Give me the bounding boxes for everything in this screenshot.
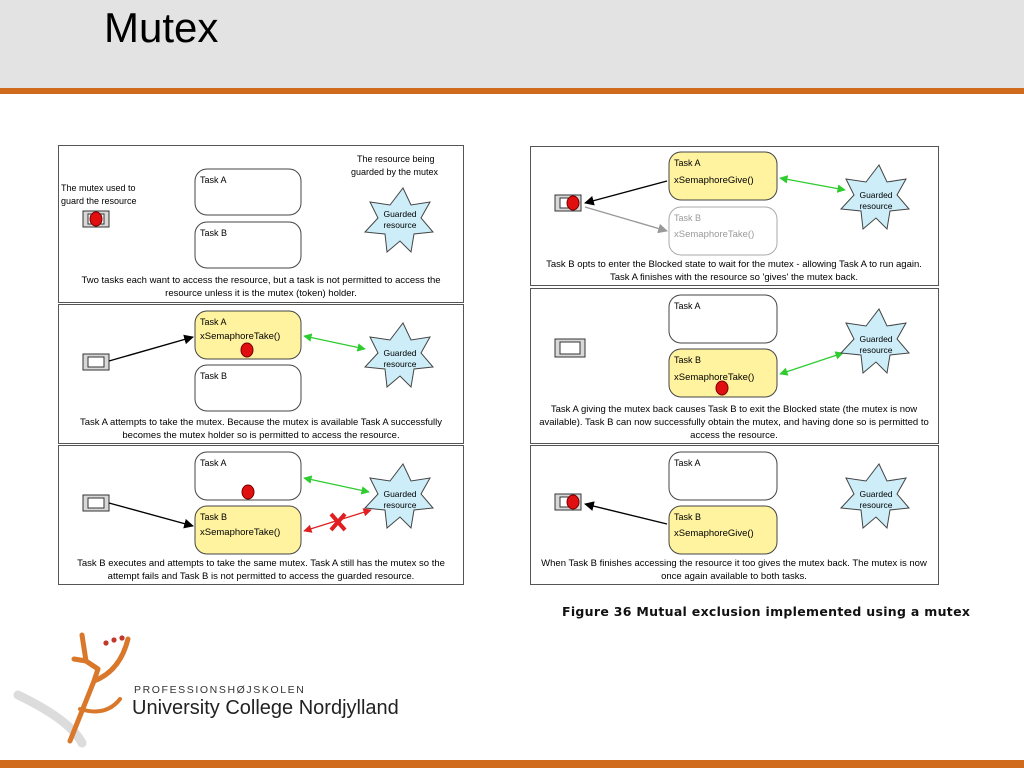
take-arrow: [108, 502, 194, 529]
caption-line1: Task A giving the mutex back causes Task…: [551, 404, 917, 415]
caption-line2: available). Task B can now successfully …: [539, 417, 929, 428]
blocked-take-arrow: [584, 206, 668, 234]
logo-college-name: University College Nordjylland: [132, 697, 399, 719]
guarded-resource-star: [363, 463, 434, 530]
guarded-label-line1: Guarded: [859, 489, 892, 499]
caption-line2: attempt fails and Task B is not permitte…: [108, 571, 415, 582]
figure-caption: Figure 36 Mutual exclusion implemented u…: [562, 604, 971, 619]
panel-initial-state: The mutex used to guard the resource Tas…: [58, 145, 464, 303]
mutex-token: [554, 338, 586, 358]
slide-header: Mutex: [0, 0, 1024, 88]
task-b-label: Task B: [674, 512, 701, 522]
guarded-resource-star: [363, 322, 434, 389]
guarded-label-line2: resource: [859, 201, 892, 211]
note-mutex-line1: The mutex used to: [61, 183, 136, 193]
task-a-box: [194, 310, 302, 360]
caption-line2: Task A finishes with the resource so 'gi…: [610, 272, 858, 283]
take-arrow: [108, 334, 194, 362]
guarded-label-line1: Guarded: [383, 209, 416, 219]
task-a-box: [668, 451, 778, 501]
task-a-box: [194, 168, 302, 216]
task-b-label: Task B: [200, 512, 227, 522]
guarded-label-line2: resource: [383, 359, 416, 369]
task-b-label: Task B: [200, 228, 227, 238]
panel-task-b-gives: Task A Task B xSemaphoreGive() Guarded r…: [530, 445, 939, 585]
task-b-box: [194, 364, 302, 412]
task-b-label: Task B: [674, 355, 701, 365]
caption-line1: Task A attempts to take the mutex. Becau…: [80, 417, 442, 428]
panel-task-a-gives: Task A xSemaphoreGive() Task B xSemaphor…: [530, 146, 939, 286]
task-a-label: Task A: [674, 301, 701, 311]
guarded-label-line1: Guarded: [859, 334, 892, 344]
task-b-label: Task B: [200, 371, 227, 381]
task-b-box: [668, 505, 778, 555]
give-arrow: [584, 180, 668, 206]
give-arrow: [584, 501, 668, 525]
mutex-token-held: [715, 380, 729, 396]
guarded-label-line2: resource: [383, 500, 416, 510]
mutex-token: [82, 210, 110, 228]
guarded-resource-star: [363, 187, 434, 254]
note-resource-line1: The resource being: [357, 154, 435, 164]
task-b-call: xSemaphoreTake(): [200, 527, 280, 538]
task-a-box: [668, 294, 778, 344]
mutex-token: [554, 493, 582, 511]
guarded-label-line2: resource: [859, 500, 892, 510]
access-arrow: [303, 333, 366, 352]
access-arrow: [779, 351, 844, 376]
mutex-token-held: [241, 484, 255, 500]
task-a-box: [194, 451, 302, 501]
guarded-label-line1: Guarded: [383, 489, 416, 499]
task-b-box-blocked: [668, 206, 778, 256]
task-b-call: xSemaphoreTake(): [674, 372, 754, 383]
guarded-resource-star: [839, 308, 910, 375]
note-resource-line2: guarded by the mutex: [351, 167, 439, 177]
footer-rule: [0, 760, 1024, 768]
caption-line1: Task B opts to enter the Blocked state t…: [546, 259, 922, 270]
caption-line1: When Task B finishes accessing the resou…: [541, 558, 927, 569]
college-logo: [13, 632, 131, 748]
task-a-call: xSemaphoreTake(): [200, 331, 280, 342]
panel-task-b-blocked: Task A Task B xSemaphoreTake() Guarded r…: [58, 445, 464, 585]
guarded-resource-star: [839, 164, 910, 231]
task-b-call: xSemaphoreGive(): [674, 528, 754, 539]
task-a-label: Task A: [200, 175, 227, 185]
task-b-call: xSemaphoreTake(): [674, 229, 754, 240]
task-a-label: Task A: [674, 158, 701, 168]
caption-line1: Task B executes and attempts to take the…: [77, 558, 445, 569]
task-b-box: [194, 505, 302, 555]
logo-school-text: PROFESSIONSHØJSKOLEN: [134, 684, 306, 696]
task-b-box: [668, 348, 778, 398]
caption-line1: Two tasks each want to access the resour…: [81, 275, 440, 286]
access-arrow: [303, 475, 370, 495]
header-rule: [0, 88, 1024, 94]
task-a-call: xSemaphoreGive(): [674, 175, 754, 186]
task-a-box: [668, 151, 778, 201]
mutex-token: [82, 494, 110, 512]
task-b-box: [194, 221, 302, 269]
task-a-label: Task A: [200, 458, 227, 468]
note-mutex-line2: guard the resource: [61, 196, 137, 206]
panel-task-a-takes: Task A xSemaphoreTake() Task B Guarded r…: [58, 304, 464, 444]
mutex-token-held: [240, 342, 254, 358]
caption-line2: once again available to both tasks.: [661, 571, 807, 582]
access-arrow: [779, 175, 846, 193]
guarded-resource-star: [839, 463, 910, 530]
mutex-token: [82, 353, 110, 371]
task-a-label: Task A: [674, 458, 701, 468]
denied-cross-icon: [329, 512, 347, 532]
caption-line2: becomes the mutex holder so is permitted…: [122, 430, 399, 441]
mutex-token: [554, 194, 582, 212]
task-b-label: Task B: [674, 213, 701, 223]
guarded-label-line1: Guarded: [383, 348, 416, 358]
caption-line3: access the resource.: [690, 430, 778, 441]
guarded-label-line2: resource: [383, 220, 416, 230]
task-a-label: Task A: [200, 317, 227, 327]
guarded-label-line2: resource: [859, 345, 892, 355]
caption-line2: resource unless it is the mutex (token) …: [165, 288, 357, 299]
slide-title: Mutex: [104, 4, 219, 51]
panel-task-b-unblocked: Task A Task B xSemaphoreTake() Guarded r…: [530, 288, 939, 444]
guarded-label-line1: Guarded: [859, 190, 892, 200]
